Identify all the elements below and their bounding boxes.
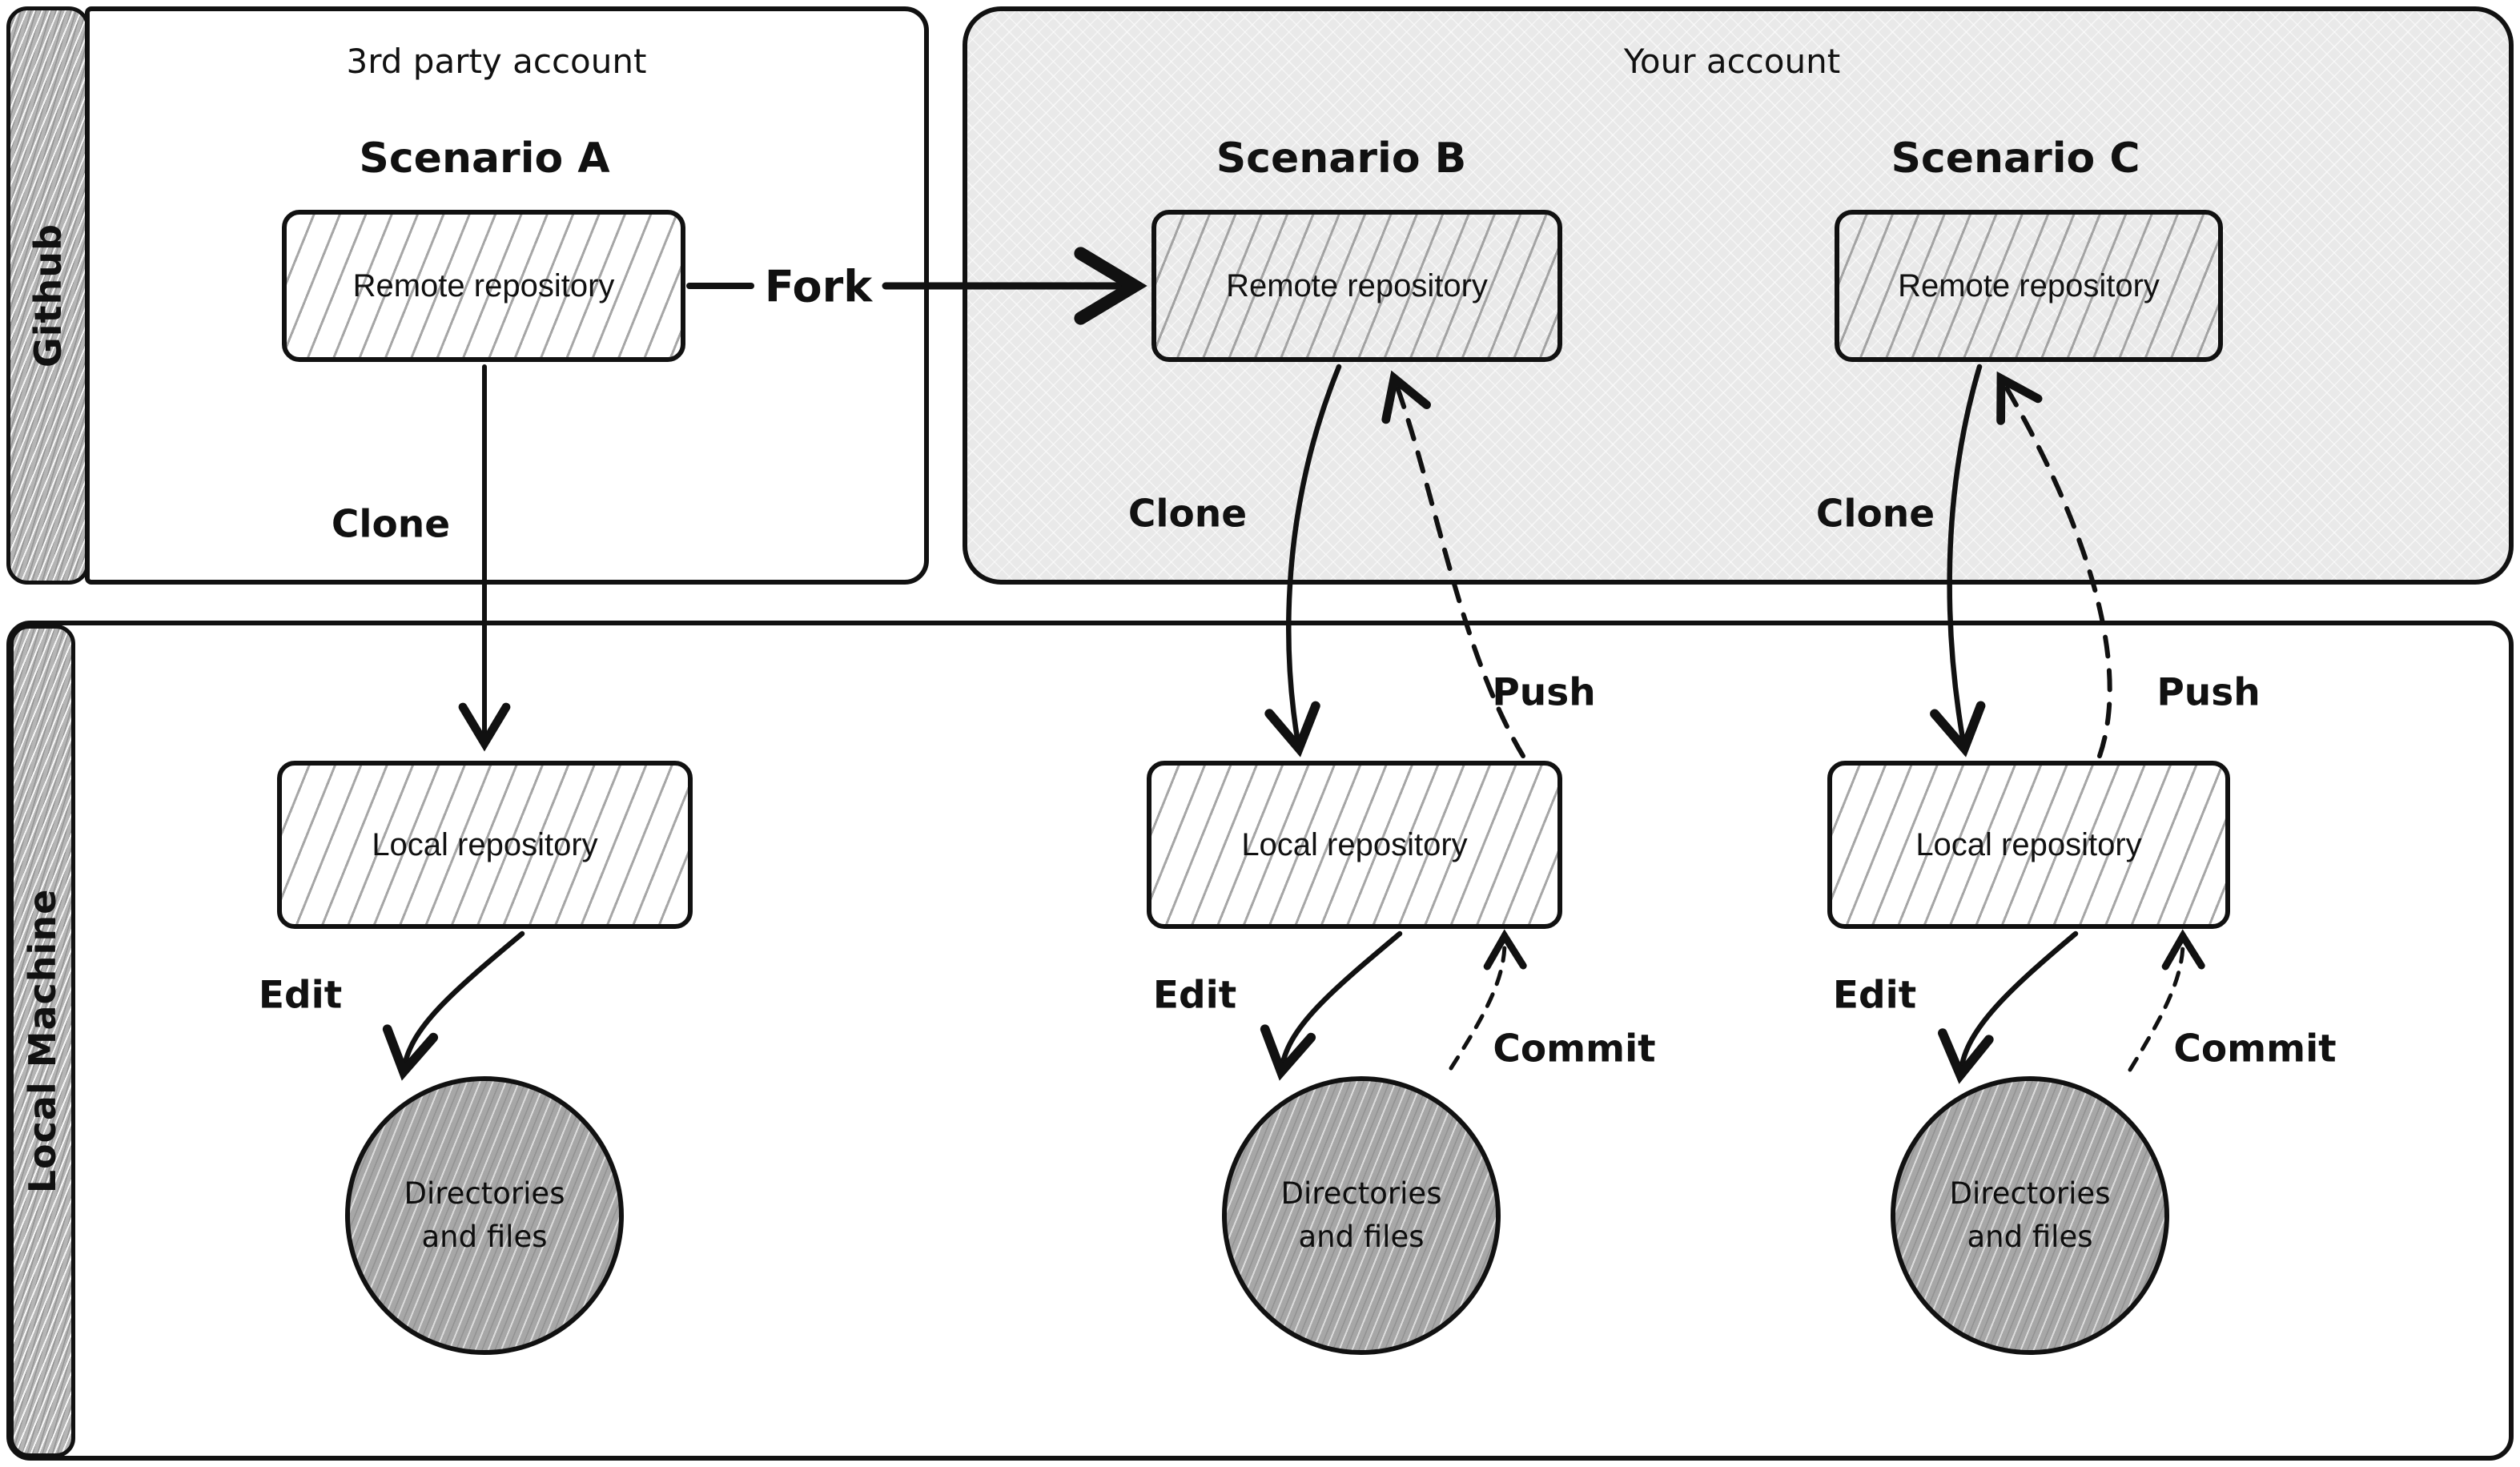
edit-label-a: Edit <box>258 973 343 1018</box>
local-machine-section-bar: Local Machine <box>10 625 75 1457</box>
directories-files-label-b-line2: and files <box>1298 1220 1425 1254</box>
local-repository-label-b: Local repository <box>1241 826 1468 862</box>
scenario-b-title: Scenario B <box>1216 135 1467 183</box>
directories-files-label-c-line2: and files <box>1967 1220 2093 1254</box>
clone-label-b: Clone <box>1127 492 1248 537</box>
remote-repository-box-c: Remote repository <box>1835 210 2223 362</box>
push-label-c: Push <box>2156 670 2261 715</box>
directories-files-label-a-line2: and files <box>421 1220 548 1254</box>
scenario-a-title: Scenario A <box>359 135 610 183</box>
commit-label-b: Commit <box>1493 1027 1656 1071</box>
edit-label-b: Edit <box>1152 973 1237 1018</box>
scenario-c-title: Scenario C <box>1891 135 2140 183</box>
github-section-label: Github <box>26 223 70 368</box>
local-repository-label-a: Local repository <box>372 826 598 862</box>
remote-repository-label-b: Remote repository <box>1226 267 1488 303</box>
local-repository-box-a: Local repository <box>277 761 693 929</box>
remote-repository-label-c: Remote repository <box>1898 267 2160 303</box>
commit-label-c: Commit <box>2173 1027 2337 1071</box>
directories-files-label-b-line1: Directories <box>1280 1176 1442 1212</box>
your-account-title: Your account <box>1623 42 1841 81</box>
local-machine-section-label: Local Machine <box>21 888 64 1194</box>
remote-repository-box-b: Remote repository <box>1151 210 1562 362</box>
directories-files-circle-c: Directories and files <box>1891 1076 2169 1355</box>
github-section-bar: Github <box>6 6 90 585</box>
fork-arrow-label: Fork <box>764 261 873 312</box>
edit-label-c: Edit <box>1832 973 1917 1018</box>
push-label-b: Push <box>1492 670 1596 715</box>
directories-files-circle-b: Directories and files <box>1222 1076 1501 1355</box>
local-machine-panel <box>6 621 2514 1461</box>
directories-files-label-c-line1: Directories <box>1949 1176 2111 1212</box>
clone-label-c: Clone <box>1815 492 1935 537</box>
directories-files-label-a-line1: Directories <box>404 1176 565 1212</box>
clone-label-a: Clone <box>331 502 451 547</box>
local-repository-box-c: Local repository <box>1827 761 2230 929</box>
local-repository-box-b: Local repository <box>1147 761 1562 929</box>
remote-repository-box-a: Remote repository <box>282 210 685 362</box>
remote-repository-label-a: Remote repository <box>352 267 615 303</box>
directories-files-circle-a: Directories and files <box>345 1076 624 1355</box>
third-party-account-title: 3rd party account <box>346 42 647 81</box>
your-account-panel <box>963 6 2514 585</box>
local-repository-label-c: Local repository <box>1915 826 2142 862</box>
